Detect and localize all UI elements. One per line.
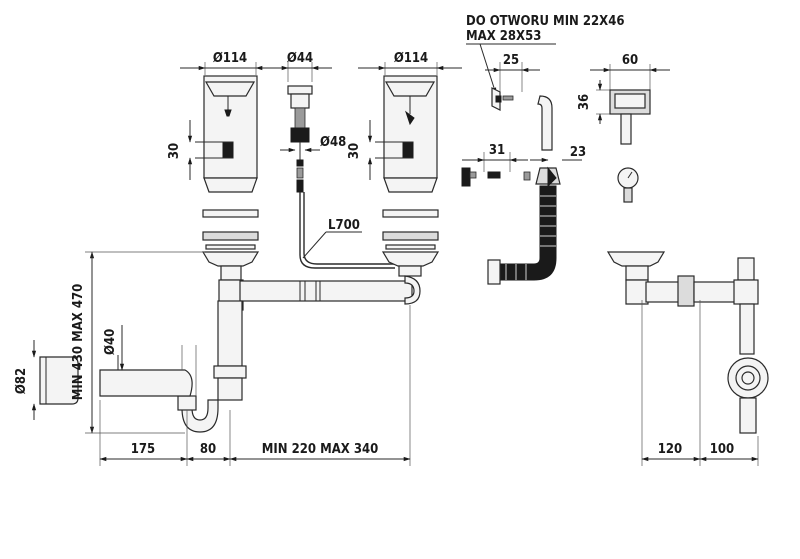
- side-drain-offset-label: 100: [710, 442, 734, 457]
- hose-tip-width-label: 23: [570, 145, 586, 160]
- right-strainer-assembly: Ø114 30: [347, 51, 462, 250]
- hose-length-label: L700: [328, 218, 360, 233]
- overflow-nut-diameter-label: Ø48: [320, 135, 346, 150]
- overflow-box-width-label: 60: [622, 53, 638, 68]
- bowl-spacing-label: MIN 220 MAX 340: [262, 442, 379, 457]
- side-view-assembly: 120 100: [606, 251, 769, 466]
- outlet-length-label: 175: [131, 442, 155, 457]
- hole-note-line1: DO OTWORU MIN 22X46: [466, 14, 624, 29]
- trap-offset-label: 80: [200, 442, 216, 457]
- height-range-label: MIN 430 MAX 470: [71, 284, 86, 401]
- overflow-cover-width-label: 25: [503, 53, 519, 68]
- left-strainer-assembly: Ø114 30: [167, 51, 281, 250]
- rosette-width-label: 31: [489, 143, 505, 158]
- left-bowl-diameter-label: Ø114: [213, 51, 247, 66]
- left-plug-height-label: 30: [167, 143, 182, 159]
- hose-ribs: [505, 195, 556, 280]
- overflow-box-detail: 60 36: [577, 53, 670, 145]
- bottom-dimensions: 175 80 MIN 220 MAX 340: [99, 305, 411, 466]
- outlet-diameter-label: Ø82: [14, 368, 29, 394]
- hose-length-note: L700: [302, 218, 362, 259]
- height-dimension: MIN 430 MAX 470: [71, 251, 205, 434]
- outlet-cap: Ø82: [14, 340, 79, 420]
- trap-inlet-diameter-label: Ø40: [103, 329, 118, 355]
- overflow-box-height-label: 36: [577, 94, 592, 110]
- hole-note: DO OTWORU MIN 22X46 MAX 28X53: [466, 14, 624, 95]
- overflow-cover-detail: 25: [485, 53, 553, 151]
- dial-detail: [617, 167, 639, 203]
- overflow-assembly: Ø44 Ø48: [268, 51, 395, 269]
- hole-note-line2: MAX 28X53: [466, 29, 541, 44]
- main-trap-assembly: Ø40: [99, 251, 440, 433]
- side-outlet-offset-label: 120: [658, 442, 682, 457]
- right-bowl-diameter-label: Ø114: [394, 51, 428, 66]
- hose-detail: 31 23: [461, 143, 586, 285]
- overflow-diameter-label: Ø44: [287, 51, 313, 66]
- right-plug-height-label: 30: [347, 143, 362, 159]
